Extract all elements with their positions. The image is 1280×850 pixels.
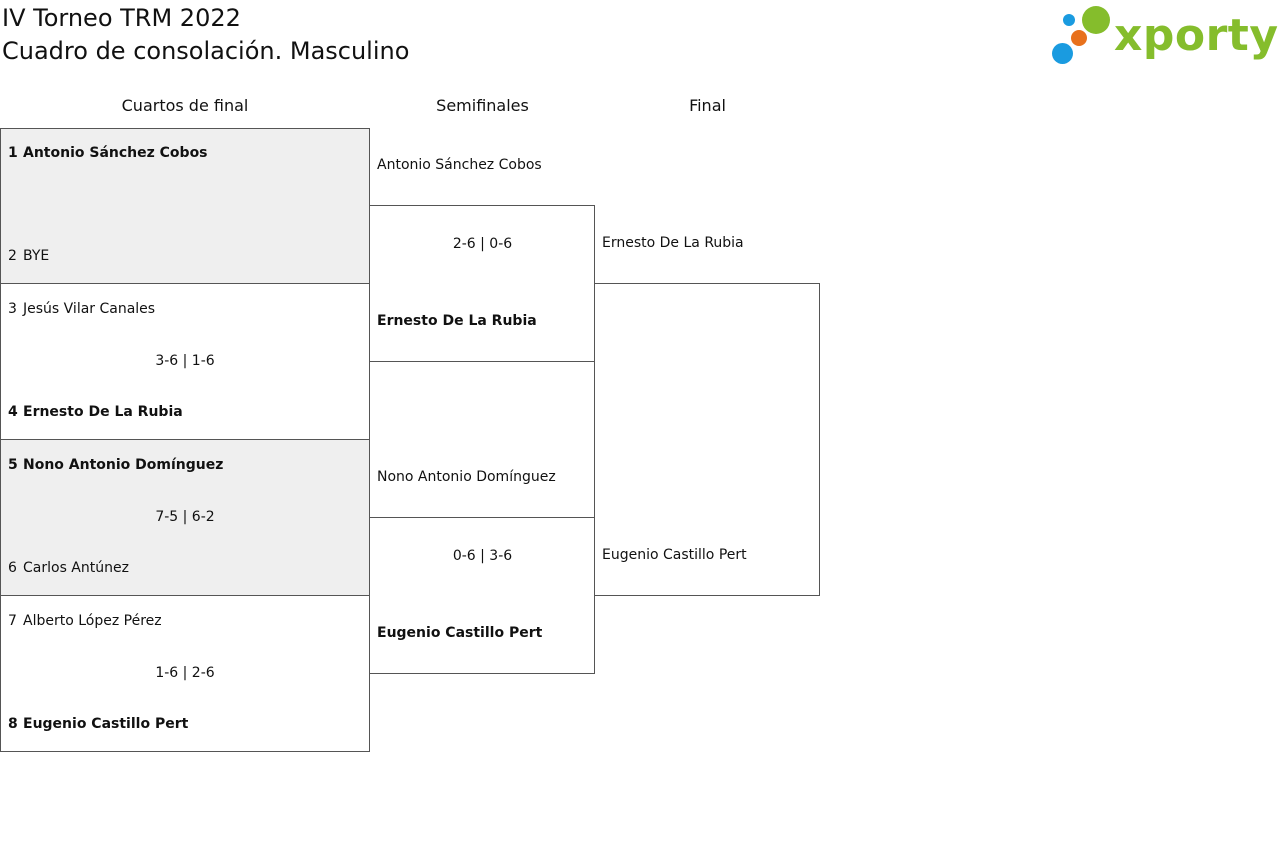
player-name: Nono Antonio Domínguez [23, 457, 224, 473]
round-header-final: Final [689, 96, 726, 115]
quarterfinal-match-1 [0, 128, 370, 284]
xporty-logo: xporty [1050, 4, 1279, 68]
qf2-score: 3-6 | 1-6 [155, 353, 215, 369]
qf2-player-1: 3 Jesús Vilar Canales [8, 301, 155, 317]
seed-number: 7 [8, 613, 17, 629]
qf4-player-2: 8 Eugenio Castillo Pert [8, 716, 188, 732]
sf1-player-1: Antonio Sánchez Cobos [377, 157, 542, 173]
quarterfinal-match-3 [0, 439, 370, 596]
final-player-1: Ernesto De La Rubia [602, 235, 744, 251]
tournament-title: IV Torneo TRM 2022 [2, 4, 241, 32]
player-name: Antonio Sánchez Cobos [23, 145, 208, 161]
seed-number: 5 [8, 457, 18, 473]
logo-wordmark: xporty [1114, 10, 1279, 61]
player-name: Carlos Antúnez [23, 560, 129, 576]
final-player-2: Eugenio Castillo Pert [602, 547, 747, 563]
qf1-player-1: 1 Antonio Sánchez Cobos [8, 145, 208, 161]
semifinal-match-2 [369, 517, 595, 674]
semifinal-match-1 [369, 205, 595, 362]
seed-number: 4 [8, 404, 18, 420]
logo-dot-orange [1071, 30, 1087, 46]
seed-number: 1 [8, 145, 18, 161]
sf2-player-2: Eugenio Castillo Pert [377, 625, 543, 641]
logo-dot-blue [1052, 43, 1073, 64]
logo-dot-blue-small [1063, 14, 1075, 26]
sf1-score: 2-6 | 0-6 [452, 236, 513, 252]
player-name: Jesús Vilar Canales [23, 301, 156, 317]
seed-number: 3 [8, 301, 17, 317]
round-header-semifinals: Semifinales [436, 96, 529, 115]
player-name: Eugenio Castillo Pert [23, 716, 189, 732]
player-name: Alberto López Pérez [23, 613, 162, 629]
player-name: Ernesto De La Rubia [23, 404, 183, 420]
sf1-player-2: Ernesto De La Rubia [377, 313, 537, 329]
qf3-player-1: 5 Nono Antonio Domínguez [8, 457, 223, 473]
qf1-player-2: 2 BYE [8, 248, 49, 264]
qf4-score: 1-6 | 2-6 [155, 665, 215, 681]
sf2-score: 0-6 | 3-6 [452, 548, 513, 564]
page-title: IV Torneo TRM 2022 Cuadro de consolación… [2, 2, 409, 68]
qf3-player-2: 6 Carlos Antúnez [8, 560, 129, 576]
logo-dot-green [1082, 6, 1110, 34]
qf4-player-1: 7 Alberto López Pérez [8, 613, 162, 629]
qf3-score: 7-5 | 6-2 [155, 509, 215, 525]
draw-title: Cuadro de consolación. Masculino [2, 37, 410, 65]
qf2-player-2: 4 Ernesto De La Rubia [8, 404, 183, 420]
seed-number: 2 [8, 248, 17, 264]
player-name: BYE [23, 248, 50, 264]
seed-number: 6 [8, 560, 17, 576]
seed-number: 8 [8, 716, 18, 732]
final-match [594, 283, 820, 596]
round-header-quarterfinals: Cuartos de final [121, 96, 249, 115]
sf2-player-1: Nono Antonio Domínguez [377, 469, 556, 485]
